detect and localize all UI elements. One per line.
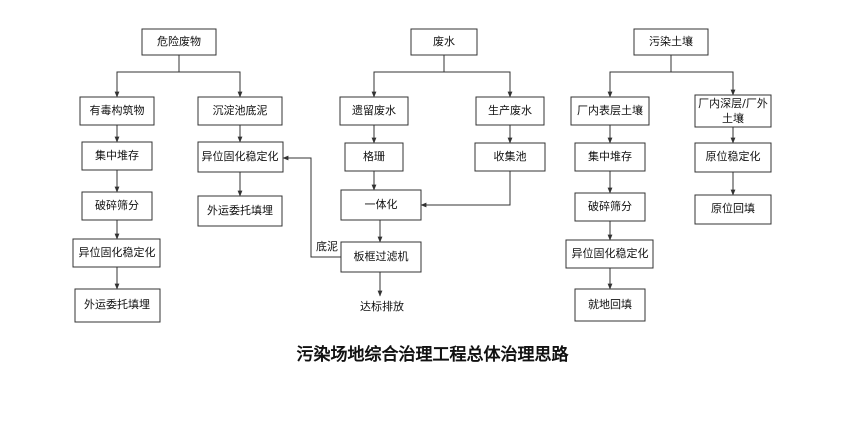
svg-text:危险废物: 危险废物 xyxy=(157,34,201,48)
edges xyxy=(114,55,736,297)
svg-text:异位固化稳定化: 异位固化稳定化 xyxy=(572,246,649,260)
svg-text:厂内深层/厂外: 厂内深层/厂外 xyxy=(698,96,768,110)
edge-water-production xyxy=(444,71,513,98)
edge-hazard-sludge xyxy=(179,71,243,98)
diagram-caption: 污染场地综合治理工程总体治理思路 xyxy=(296,345,569,365)
node-stabilize-2: 异位固化稳定化 xyxy=(565,239,654,269)
node-discharge: 达标排放 xyxy=(360,299,404,313)
node-outsource-fill-2: 外运委托填埋 xyxy=(197,195,283,227)
svg-text:污染土壤: 污染土壤 xyxy=(649,34,693,48)
edge-water-split xyxy=(371,55,445,98)
edge-c4-2 xyxy=(420,171,511,208)
edge-soil-split xyxy=(607,55,672,98)
node-grating: 格珊 xyxy=(344,142,404,172)
node-crush-screen-1: 破碎筛分 xyxy=(81,191,153,221)
edge-sludge-return xyxy=(282,155,341,258)
svg-text:废水: 废水 xyxy=(433,34,455,48)
svg-text:集中堆存: 集中堆存 xyxy=(95,148,139,162)
svg-text:遗留废水: 遗留废水 xyxy=(352,103,396,117)
svg-text:生产废水: 生产废水 xyxy=(488,103,532,117)
svg-text:异位固化稳定化: 异位固化稳定化 xyxy=(79,245,156,259)
node-plate-filter: 板框过滤机 xyxy=(340,241,422,273)
svg-text:外运委托填埋: 外运委托填埋 xyxy=(207,203,273,217)
node-production-water: 生产废水 xyxy=(475,96,545,126)
node-soil: 污染土壤 xyxy=(633,28,709,56)
node-stabilize-sludge: 异位固化稳定化 xyxy=(197,141,284,173)
edge-label-sludge: 底泥 xyxy=(316,239,338,253)
svg-text:一体化: 一体化 xyxy=(365,197,398,211)
node-collect-storage-1: 集中堆存 xyxy=(81,141,153,171)
node-crush-screen-2: 破碎筛分 xyxy=(574,192,646,222)
svg-text:格珊: 格珊 xyxy=(363,149,385,163)
svg-text:破碎筛分: 破碎筛分 xyxy=(95,198,139,212)
svg-text:沉淀池底泥: 沉淀池底泥 xyxy=(213,103,268,117)
svg-text:板框过滤机: 板框过滤机 xyxy=(354,249,409,263)
svg-text:异位固化稳定化: 异位固化稳定化 xyxy=(202,149,279,163)
svg-text:破碎筛分: 破碎筛分 xyxy=(588,199,632,213)
node-stabilize-1: 异位固化稳定化 xyxy=(72,238,161,268)
node-wastewater: 废水 xyxy=(410,28,478,56)
svg-text:原位稳定化: 原位稳定化 xyxy=(706,149,761,163)
edge-soil-deep xyxy=(671,71,736,96)
node-collection-pool: 收集池 xyxy=(474,142,546,172)
nodes: 危险废物 废水 污染土壤 有毒构筑物 沉淀池底泥 遗留废水 生产废水 xyxy=(72,28,772,323)
edge-hazard-split xyxy=(114,55,180,98)
svg-text:集中堆存: 集中堆存 xyxy=(588,149,632,163)
node-surface-soil: 厂内表层土壤 xyxy=(570,96,650,126)
svg-text:原位回填: 原位回填 xyxy=(711,201,755,215)
svg-text:收集池: 收集池 xyxy=(494,149,527,163)
node-deep-soil: 厂内深层/厂外 土壤 xyxy=(694,94,772,128)
node-toxic-building: 有毒构筑物 xyxy=(79,96,155,126)
node-outsource-fill-1: 外运委托填埋 xyxy=(74,288,161,323)
node-hazard: 危险废物 xyxy=(141,28,217,56)
node-integrated: 一体化 xyxy=(340,189,422,221)
svg-text:就地回填: 就地回填 xyxy=(588,297,632,311)
node-local-fill: 就地回填 xyxy=(574,288,646,322)
node-residual-water: 遗留废水 xyxy=(339,96,409,126)
svg-text:厂内表层土壤: 厂内表层土壤 xyxy=(577,103,643,117)
node-sludge: 沉淀池底泥 xyxy=(197,96,283,126)
svg-text:外运委托填埋: 外运委托填埋 xyxy=(84,297,150,311)
node-collect-storage-2: 集中堆存 xyxy=(574,142,646,172)
node-insitu-fill: 原位回填 xyxy=(694,194,772,225)
svg-text:有毒构筑物: 有毒构筑物 xyxy=(90,103,145,117)
svg-text:土壤: 土壤 xyxy=(722,111,744,125)
node-insitu-stabilize: 原位稳定化 xyxy=(694,142,772,173)
